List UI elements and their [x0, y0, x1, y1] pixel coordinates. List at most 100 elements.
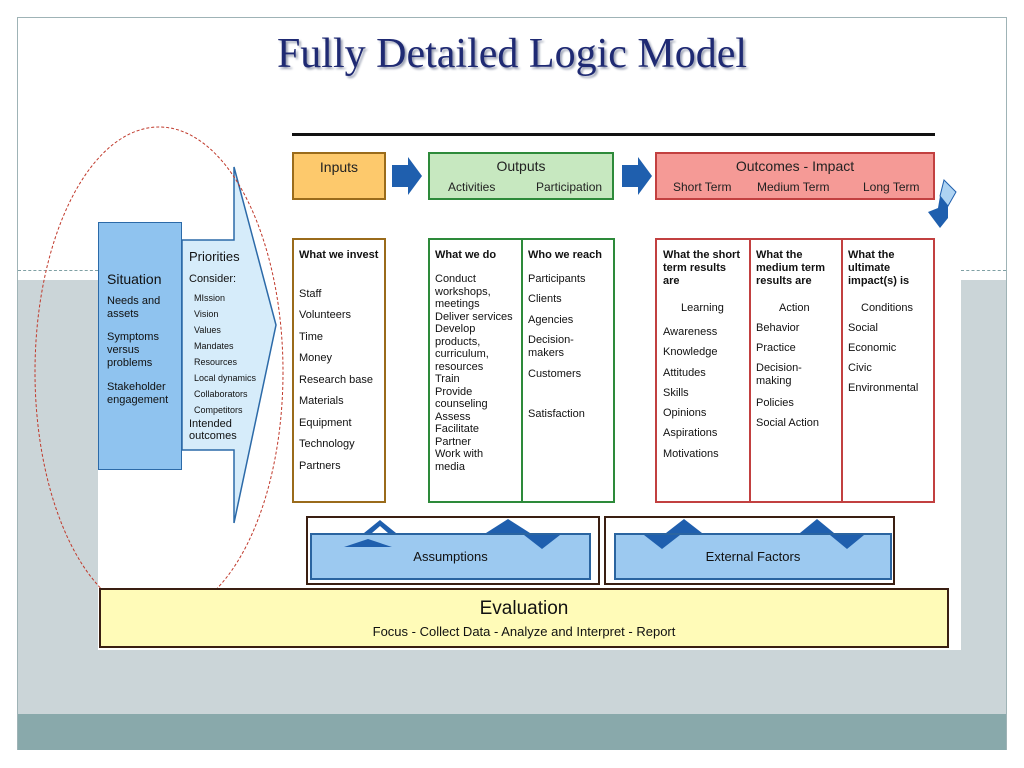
outputs-column: What we do Conduct workshops, meetings D… — [428, 238, 615, 503]
inputs-column: What we invest Staff Volunteers Time Mon… — [292, 238, 386, 503]
assumptions-frame — [306, 516, 600, 585]
slide-title: Fully Detailed Logic Model — [276, 31, 748, 77]
long-term-item: Social — [848, 322, 878, 334]
short-term-item: Knowledge — [663, 346, 718, 359]
priority-item: MIssion — [194, 293, 226, 303]
highlight-ellipse — [34, 126, 284, 618]
column-heading: What the medium term results are — [756, 249, 826, 287]
short-term-item: Attitudes — [663, 366, 706, 379]
participation-item: Customers — [528, 368, 582, 380]
medium-term-item: Social Action — [756, 417, 819, 429]
situation-item: Symptoms versus problems — [107, 331, 159, 369]
long-term-item: Environmental — [848, 382, 919, 394]
priorities-arrow-shape — [182, 166, 277, 524]
medium-term-item: Practice — [756, 342, 796, 354]
priority-item: Competitors — [194, 405, 243, 415]
column-heading: What we invest — [299, 249, 379, 261]
long-term-item: Economic — [848, 342, 897, 354]
inputs-label: Inputs — [319, 159, 359, 175]
activities-list: Conduct workshops, meetings Deliver serv… — [435, 273, 515, 473]
short-term-item: Motivations — [663, 447, 719, 460]
arrow-right-icon — [392, 157, 422, 195]
activity-item: Provide counseling — [435, 385, 488, 411]
participation-item: Decision-makers — [528, 334, 574, 359]
column-subhead: Action — [779, 302, 810, 314]
priority-item: Collaborators — [194, 389, 248, 399]
priorities-outcomes: Intended outcomes — [189, 418, 237, 442]
top-rule — [292, 133, 935, 136]
short-term-item: Skills — [663, 386, 689, 399]
outputs-header: Outputs Activities Participation — [428, 152, 614, 200]
activity-item: Assess — [435, 410, 471, 423]
medium-term-item: Policies — [756, 397, 794, 409]
divider-line-left — [18, 270, 98, 271]
activity-item: Work with media — [435, 448, 484, 473]
input-item: Time — [299, 331, 324, 343]
column-heading: What we do — [435, 249, 497, 261]
divider-line-right — [961, 270, 1006, 271]
activities-label: Activities — [448, 180, 496, 194]
priority-item: Local dynamics — [194, 373, 257, 383]
outcomes-column: What the short term results are Learning… — [655, 238, 935, 503]
outcomes-label: Outcomes - Impact — [735, 158, 855, 174]
column-subhead: Conditions — [861, 302, 913, 314]
medium-term-label: Medium Term — [757, 180, 830, 194]
column-heading: What the ultimate impact(s) is — [848, 249, 910, 287]
priority-item: Vision — [194, 309, 219, 319]
column-heading: What the short term results are — [663, 249, 740, 287]
long-term-item: Civic — [848, 362, 872, 374]
priority-item: Mandates — [194, 341, 234, 351]
activity-item: Deliver services — [435, 310, 513, 323]
input-item: Money — [299, 352, 333, 364]
situation-item: Needs and assets — [107, 295, 161, 320]
short-term-item: Opinions — [663, 407, 707, 420]
priorities-title: Priorities — [189, 249, 240, 264]
participation-item: Agencies — [528, 314, 574, 326]
assumptions-arrows-icon — [344, 519, 560, 549]
medium-term-item: Behavior — [756, 322, 800, 334]
column-divider — [521, 240, 523, 501]
inputs-header: Inputs — [292, 152, 386, 200]
situation-box: Situation Needs and assets Symptoms vers… — [98, 222, 182, 470]
activity-item: Train — [435, 373, 460, 385]
long-term-label: Long Term — [863, 180, 920, 194]
priority-item: Resources — [194, 357, 238, 367]
participation-item: Clients — [528, 293, 562, 305]
priority-item: Values — [194, 325, 221, 335]
evaluation-title: Evaluation — [479, 598, 569, 619]
footer-band — [18, 714, 1006, 750]
column-subhead: Learning — [681, 302, 724, 314]
input-item: Partners — [299, 460, 341, 472]
participation-item: Satisfaction — [528, 408, 585, 420]
outcomes-header: Outcomes - Impact Short Term Medium Term… — [655, 152, 935, 200]
input-item: Materials — [299, 395, 344, 407]
activity-item: Facilitate — [435, 423, 480, 435]
input-item: Staff — [299, 288, 322, 300]
short-term-label: Short Term — [673, 180, 732, 194]
external-factors-arrows-icon — [644, 519, 864, 549]
priorities-consider: Consider: — [189, 273, 237, 285]
column-divider — [749, 240, 751, 501]
input-item: Research base — [299, 374, 373, 386]
external-factors-frame — [604, 516, 895, 585]
column-divider — [841, 240, 843, 501]
situation-title: Situation — [107, 271, 162, 287]
activity-item: Develop products, curriculum, resources — [435, 323, 489, 373]
input-item: Technology — [299, 438, 355, 450]
evaluation-box: Evaluation Focus - Collect Data - Analyz… — [99, 588, 949, 648]
evaluation-subtitle: Focus - Collect Data - Analyze and Inter… — [372, 624, 676, 639]
input-item: Volunteers — [299, 309, 351, 321]
short-term-item: Aspirations — [663, 427, 718, 440]
participation-label: Participation — [536, 180, 603, 194]
participation-item: Participants — [528, 273, 586, 285]
medium-term-item: Decision-making — [756, 362, 802, 387]
outputs-label: Outputs — [496, 158, 546, 174]
activity-item: Partner — [435, 435, 472, 448]
input-item: Equipment — [299, 417, 352, 429]
situation-item: Stakeholder engagement — [107, 381, 169, 406]
feedback-arrow-icon — [928, 179, 957, 228]
column-heading: Who we reach — [528, 249, 602, 261]
short-term-list: Awareness Knowledge Attitudes Skills Opi… — [663, 322, 719, 464]
priorities-list: MIssion Vision Values Mandates Resources… — [194, 290, 256, 418]
short-term-item: Awareness — [663, 326, 718, 338]
